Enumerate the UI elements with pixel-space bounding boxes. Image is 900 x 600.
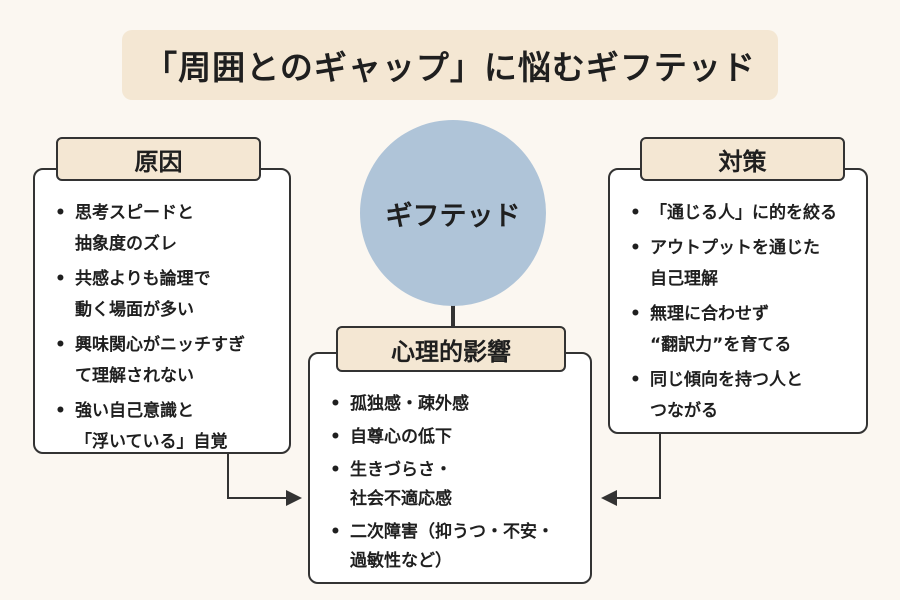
- effects-card: 孤独感・疎外感 自尊心の低下 生きづらさ・社会不適応感 二次障害（抑うつ・不安・…: [308, 352, 592, 584]
- causes-item: 強い自己意識と「浮いている」自覚: [53, 396, 245, 458]
- effects-item: 生きづらさ・社会不適応感: [328, 456, 554, 514]
- diagram-title-text: 「周囲とのギャップ」に悩むギフテッド: [144, 48, 756, 87]
- effects-list: 孤独感・疎外感 自尊心の低下 生きづらさ・社会不適応感 二次障害（抑うつ・不安・…: [328, 390, 554, 580]
- effects-item: 二次障害（抑うつ・不安・過敏性など）: [328, 518, 554, 576]
- effects-item: 自尊心の低下: [328, 423, 554, 452]
- measures-heading: 対策: [640, 137, 845, 181]
- causes-heading: 原因: [56, 137, 261, 181]
- measures-item: 「通じる人」に的を絞る: [628, 198, 837, 229]
- causes-to-effects-arrow: [227, 452, 302, 506]
- gifted-center-circle: ギフテッド: [360, 120, 546, 306]
- effects-heading: 心理的影響: [336, 326, 566, 372]
- diagram-title: 「周囲とのギャップ」に悩むギフテッド: [122, 30, 778, 100]
- measures-to-effects-arrow: [601, 432, 661, 506]
- effects-item: 孤独感・疎外感: [328, 390, 554, 419]
- measures-item: 無理に合わせず“翻訳力”を育てる: [628, 299, 837, 361]
- center-label: ギフテッド: [385, 200, 521, 232]
